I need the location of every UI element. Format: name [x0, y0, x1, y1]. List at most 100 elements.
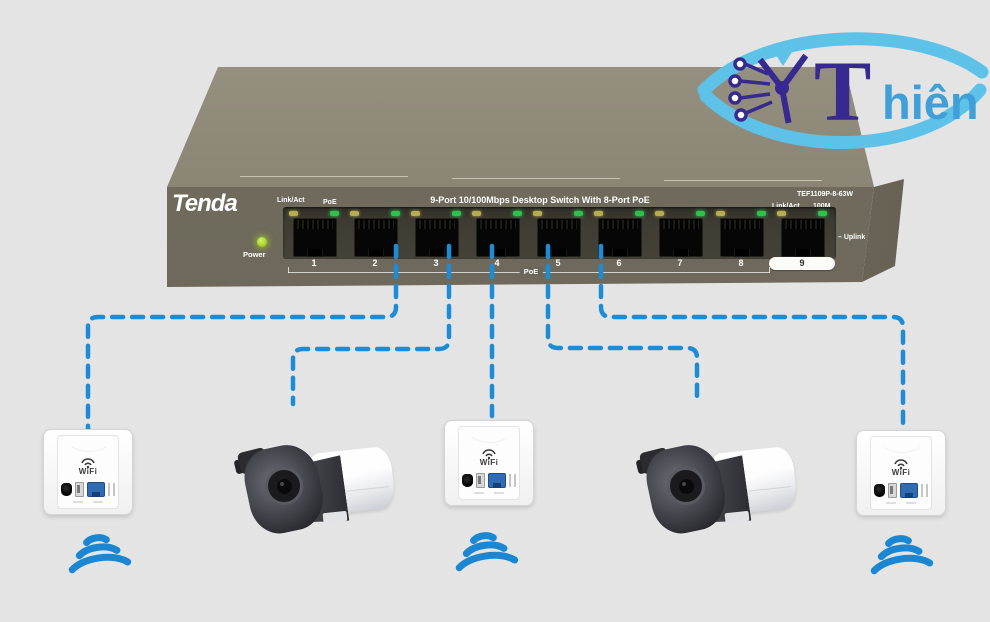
logo-initial: T: [814, 43, 871, 139]
linkact-led: [655, 211, 664, 216]
port-sublabels: [459, 492, 519, 494]
port-number: 1: [311, 258, 317, 268]
ap-faceplate: WiFi: [870, 436, 932, 510]
ap-ports-row: [459, 473, 519, 488]
port-number: 4: [494, 258, 500, 268]
ethernet-port-6: 6: [592, 209, 646, 268]
ethernet-port-9-uplink: 9: [769, 209, 835, 270]
rj45-jack: [720, 218, 764, 257]
rj45-jack: [537, 218, 581, 257]
rj45-jack: [476, 218, 520, 257]
rj45-jack: [293, 218, 337, 257]
uplink-label: – Uplink: [838, 234, 866, 241]
uplink-led-legend-100m: 100M: [813, 203, 831, 210]
wifi-signal-icon-middle: [455, 532, 519, 572]
ethernet-port: [87, 482, 105, 497]
ap-seam: [66, 424, 112, 452]
ethernet-port-7: 7: [653, 209, 707, 268]
power-led: [257, 237, 267, 247]
poe-bracket-tick: [769, 267, 770, 273]
bullet-camera-right: [635, 437, 799, 539]
port-number: 6: [616, 258, 622, 268]
led-legend-linkact: Link/Act: [277, 197, 305, 204]
wall-ap-left: WiFi: [43, 429, 133, 515]
switch-vent-line: [452, 178, 620, 179]
camera-mount-tab: [724, 510, 750, 524]
ethernet-port-3: 3: [409, 209, 463, 268]
port-number: 7: [677, 258, 683, 268]
wifi-signal-icon-right: [870, 535, 934, 575]
port-number: 8: [738, 258, 744, 268]
wifi-fan-icon: [894, 459, 908, 469]
ap-wifi-label: WiFi: [479, 458, 499, 467]
phone-jack: [874, 484, 885, 497]
rj45-jack: [415, 218, 459, 257]
linkact-led: [716, 211, 725, 216]
wifi-fan-icon: [482, 449, 496, 459]
rj45-jack: [598, 218, 642, 257]
linkact-led: [411, 211, 420, 216]
switch-title: 9-Port 10/100Mbps Desktop Switch With 8-…: [430, 195, 650, 205]
usb-port: [888, 483, 897, 498]
rj45-jack: [781, 218, 825, 257]
wall-ap-right: WiFi: [856, 430, 946, 516]
phone-jack: [61, 483, 72, 496]
port-number: 3: [433, 258, 439, 268]
port-number-badge: 9: [769, 257, 835, 270]
grille-slot: [926, 484, 928, 497]
bullet-camera-left: [233, 437, 397, 539]
ethernet-port-8: 8: [714, 209, 768, 268]
eye-upper-arc: [697, 32, 989, 97]
poe-led: [452, 211, 461, 216]
ap-faceplate: WiFi: [458, 426, 520, 500]
grille-slot: [509, 474, 511, 487]
switch-model: TEF1109P-8-63W: [797, 191, 854, 198]
ap-wifi-label: WiFi: [78, 467, 98, 476]
poe-group-label: PoE: [519, 267, 543, 276]
led-legend-poe: PoE: [323, 199, 337, 206]
uplink-led-legend-linkact: Link/Act: [772, 203, 800, 210]
port-number: 2: [372, 258, 378, 268]
switch-vent-line: [240, 176, 408, 177]
speed-led: [818, 211, 827, 216]
ap-seam: [467, 415, 513, 443]
linkact-led: [594, 211, 603, 216]
grille-slot: [108, 483, 110, 496]
logo-text: hiên: [882, 76, 979, 129]
grille-slot: [921, 484, 923, 497]
ethernet-port-5: 5: [531, 209, 585, 268]
poe-led: [513, 211, 522, 216]
usb-port: [476, 473, 485, 488]
ap-ports-row: [58, 482, 118, 497]
rj45-jack: [354, 218, 398, 257]
ap-faceplate: WiFi: [57, 435, 119, 509]
ethernet-port-4: 4: [470, 209, 524, 268]
accent-triangle: [774, 52, 792, 66]
wifi-signal-icon-left: [68, 534, 132, 574]
ethernet-port-1: 1: [287, 209, 341, 268]
ap-ports-row: [871, 483, 931, 498]
wifi-fan-icon: [81, 458, 95, 468]
circuit-y-glyph: [728, 52, 809, 124]
thien-watermark-logo: T hiên: [697, 32, 989, 149]
ap-seam: [879, 425, 925, 453]
power-label: Power: [243, 250, 266, 259]
linkact-led: [533, 211, 542, 216]
ap-wifi-label: WiFi: [891, 468, 911, 477]
port-sublabels: [871, 502, 931, 504]
rj45-jack: [659, 218, 703, 257]
grille-slot: [113, 483, 115, 496]
poe-led: [574, 211, 583, 216]
camera-lens: [679, 479, 694, 494]
linkact-led: [472, 211, 481, 216]
port-sublabels: [58, 501, 118, 503]
poe-led: [696, 211, 705, 216]
ethernet-port-2: 2: [348, 209, 402, 268]
camera-mount-tab: [322, 510, 348, 524]
ethernet-port: [488, 473, 506, 488]
poe-led: [391, 211, 400, 216]
linkact-led: [350, 211, 359, 216]
switch-vent-line: [664, 180, 822, 181]
linkact-led: [777, 211, 786, 216]
